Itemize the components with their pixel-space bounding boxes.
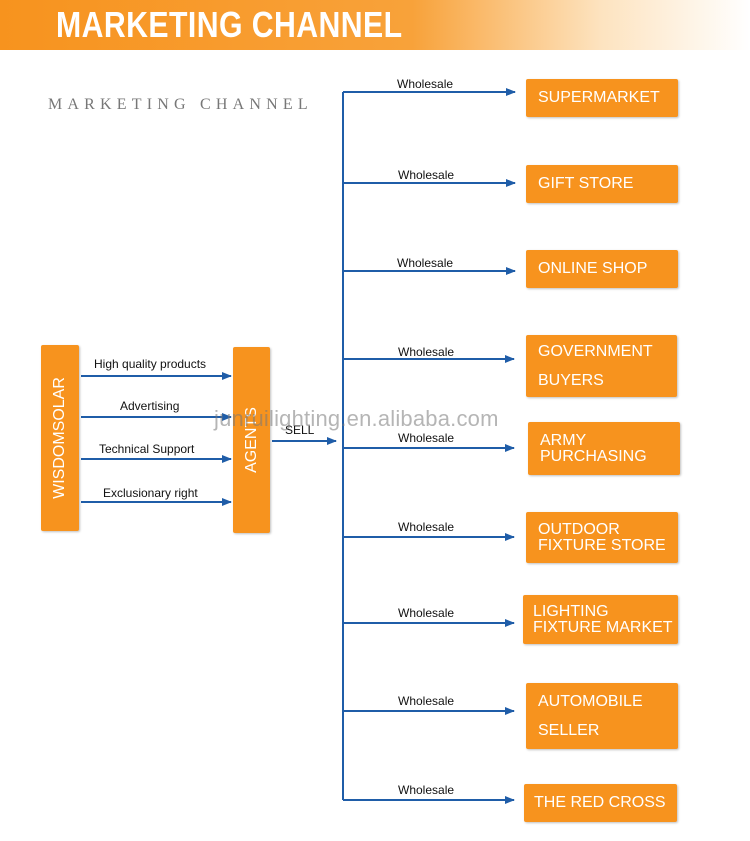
dest-node-government-buyers: GOVERNMENT BUYERS xyxy=(526,335,677,397)
dest-label-automobile-seller: AUTOMOBILE SELLER xyxy=(538,693,643,739)
dest-node-lighting-fixture: LIGHTING FIXTURE MARKET xyxy=(523,595,678,644)
dest-label-gift-store: GIFT STORE xyxy=(538,175,634,192)
edge-label-army: Wholesale xyxy=(398,431,455,445)
edge-label-online-shop: Wholesale xyxy=(397,256,454,270)
input-label-advertising: Advertising xyxy=(120,399,180,413)
edge-label-outdoor: Wholesale xyxy=(398,520,455,534)
dest-node-outdoor-fixture: OUTDOOR FIXTURE STORE xyxy=(526,512,678,563)
dest-label-lighting-fixture: LIGHTING FIXTURE MARKET xyxy=(533,602,673,636)
dest-label-red-cross: THE RED CROSS xyxy=(534,794,666,811)
edge-label-automobile: Wholesale xyxy=(398,694,455,708)
page-title: MARKETING CHANNEL xyxy=(56,4,403,45)
diagram-subtitle: MARKETING CHANNEL xyxy=(48,96,313,113)
dest-label-government-buyers: GOVERNMENT BUYERS xyxy=(538,343,653,389)
dest-node-army-purchasing: ARMY PURCHASING xyxy=(528,422,680,475)
edge-label-lighting: Wholesale xyxy=(398,606,455,620)
agent-node: AGENTS xyxy=(233,347,270,533)
dest-label-online-shop: ONLINE SHOP xyxy=(538,260,648,277)
dest-label-army-purchasing: ARMY PURCHASING xyxy=(540,431,647,465)
sell-label: SELL xyxy=(285,423,315,437)
input-label-support: Technical Support xyxy=(99,442,195,456)
source-node: WISDOMSOLAR xyxy=(41,345,79,531)
edge-label-supermarket: Wholesale xyxy=(397,77,454,91)
dest-node-supermarket: SUPERMARKET xyxy=(526,79,678,117)
edge-label-gift-store: Wholesale xyxy=(398,168,455,182)
dest-node-gift-store: GIFT STORE xyxy=(526,165,678,203)
input-label-exclusionary: Exclusionary right xyxy=(103,486,198,500)
edge-label-red-cross: Wholesale xyxy=(398,783,455,797)
input-label-quality: High quality products xyxy=(94,357,207,371)
edge-label-government: Wholesale xyxy=(398,345,455,359)
dest-label-outdoor-fixture: OUTDOOR FIXTURE STORE xyxy=(538,520,666,554)
watermark-text: junruilighting.en.alibaba.com xyxy=(214,406,499,431)
dest-node-red-cross: THE RED CROSS xyxy=(524,784,677,822)
dest-label-supermarket: SUPERMARKET xyxy=(538,89,660,106)
header-banner: MARKETING CHANNEL xyxy=(0,0,750,50)
dest-node-online-shop: ONLINE SHOP xyxy=(526,250,678,288)
source-label: WISDOMSOLAR xyxy=(51,377,69,499)
dest-node-automobile-seller: AUTOMOBILE SELLER xyxy=(526,683,678,749)
